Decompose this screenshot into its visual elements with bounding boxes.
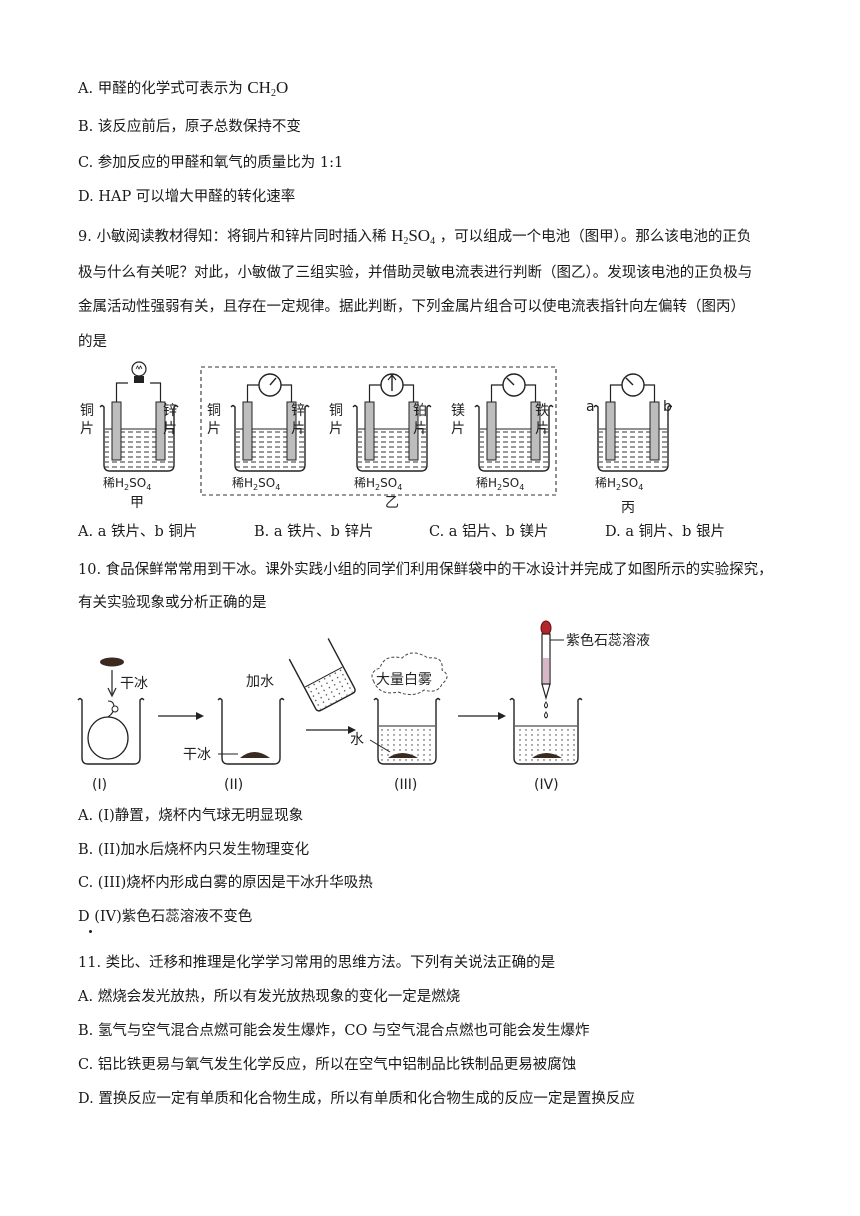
beaker-4: 紫色石蕊溶液 (IV): [509, 620, 650, 793]
svg-text:铂: 铂: [413, 403, 427, 419]
balloon-icon: [87, 716, 129, 760]
group-yi-frame: [200, 366, 557, 496]
beaker-bing: a b 稀H2SO4 丙: [586, 373, 672, 516]
meter-needle-left: [625, 377, 634, 386]
q11-option-a: A. 燃烧会发光放热，所以有发光放热现象的变化一定是燃烧: [78, 989, 461, 1005]
svg-text:铜: 铜: [329, 403, 343, 419]
q9-stem-line1: 9. 小敏阅读教材得知：将铜片和锌片同时插入稀 H2SO4 ，可以组成一个电池（…: [78, 226, 752, 247]
q8-option-a: A. 甲醛的化学式可表示为 CH2O: [78, 78, 288, 104]
beaker-2: 加水 干冰 (II): [183, 638, 356, 793]
caption-II: (II): [224, 777, 243, 793]
beaker-yi-2: 铜 片 铂 片 稀H2SO4 乙: [329, 373, 432, 511]
fog-cloud-icon: [371, 652, 448, 696]
svg-text:片: 片: [413, 421, 427, 437]
dry-ice-lump: [100, 657, 124, 667]
q9-option-c: C. a 铝片、b 镁片: [429, 524, 549, 540]
q8-option-d: D. HAP 可以增大甲醛的转化速率: [78, 189, 296, 205]
svg-text:稀H2SO4: 稀H2SO4: [232, 476, 280, 492]
dropper-icon: [540, 620, 552, 719]
q9-option-b: B. a 铁片、b 锌片: [254, 524, 374, 540]
beaker-yi-1: 铜 片 锌 片 稀H2SO4: [207, 373, 310, 492]
caption-I: (I): [92, 777, 107, 793]
caption-yi: 乙: [385, 495, 399, 511]
q11-option-d: D. 置换反应一定有单质和化合物生成，所以有单质和化合物生成的反应一定是置换反应: [78, 1091, 635, 1107]
jia-right-label-1: 锌: [163, 403, 177, 419]
label-dry-ice-2: 干冰: [183, 747, 211, 763]
svg-text:稀H2SO4: 稀H2SO4: [354, 476, 402, 492]
jia-left-label-2: 片: [80, 421, 94, 437]
caption-III: (III): [394, 777, 417, 793]
svg-text:片: 片: [535, 421, 549, 437]
svg-text:镁: 镁: [451, 403, 465, 419]
q8-option-b: B. 该反应前后，原子总数保持不变: [78, 119, 301, 135]
q8-option-c: C. 参加反应的甲醛和氧气的质量比为 1:1: [78, 155, 344, 171]
svg-text:锌: 锌: [291, 403, 305, 419]
label-water: 水: [350, 732, 364, 748]
svg-text:片: 片: [207, 421, 221, 437]
beaker-jia: 铜 片 锌 片 稀H2SO4 甲: [80, 361, 179, 511]
caption-IV: (IV): [534, 777, 559, 793]
svg-text:铜: 铜: [207, 403, 221, 419]
jia-left-label-1: 铜: [80, 403, 94, 419]
svg-text:稀H2SO4: 稀H2SO4: [595, 476, 643, 492]
q10-option-a: A. (I)静置，烧杯内气球无明显现象: [78, 808, 304, 824]
bing-label-b: b: [663, 399, 672, 415]
label-litmus: 紫色石蕊溶液: [566, 632, 650, 649]
svg-text:片: 片: [329, 421, 343, 437]
stray-dot: [89, 930, 92, 933]
q10-stem-line2: 有关实验现象或分析正确的是: [78, 595, 267, 611]
sulfuric-acid-formula: H2SO4: [391, 226, 436, 247]
meter-needle-left: [506, 377, 515, 386]
svg-text:稀H2SO4: 稀H2SO4: [476, 476, 524, 492]
q9-stem-line3: 金属活动性强弱有关，且存在一定规律。据此判断，下列金属片组合可以使电流表指针向左…: [78, 299, 745, 315]
q10-option-c: C. (III)烧杯内形成白雾的原因是干冰升华吸热: [78, 875, 373, 891]
dry-ice-experiment-figure: 干冰 (I) 加水 干冰 (II) 大量白雾 水 (III): [77, 620, 650, 793]
beaker-1: 干冰 (I): [77, 657, 148, 793]
q10-stem-line1: 10. 食品保鲜常常用到干冰。课外实践小组的同学们利用保鲜袋中的干冰设计并完成了…: [78, 562, 773, 578]
q11-option-b: B. 氢气与空气混合点燃可能会发生爆炸，CO 与空气混合点燃也可能会发生爆炸: [78, 1023, 590, 1039]
beaker-yi-3: 镁 片 铁 片 稀H2SO4: [451, 373, 554, 492]
label-white-fog: 大量白雾: [376, 672, 432, 688]
q9-stem-line4: 的是: [78, 334, 107, 350]
label-add-water: 加水: [246, 674, 274, 690]
label-dry-ice-1: 干冰: [120, 676, 148, 692]
caption-jia: 甲: [130, 495, 144, 511]
q10-option-d: D (IV)紫色石蕊溶液不变色: [78, 909, 253, 925]
q10-option-b: B. (II)加水后烧杯内只发生物理变化: [78, 842, 310, 858]
q9-option-a: A. a 铁片、b 铜片: [78, 524, 198, 540]
beaker-3: 大量白雾 水 (III): [350, 652, 448, 793]
q9-option-d: D. a 铜片、b 银片: [605, 524, 725, 540]
caption-bing: 丙: [621, 500, 635, 516]
bing-label-a: a: [586, 399, 595, 415]
q8-option-a-text: A. 甲醛的化学式可表示为: [78, 81, 243, 97]
jia-right-label-2: 片: [163, 421, 177, 437]
q11-stem: 11. 类比、迁移和推理是化学学习常用的思维方法。下列有关说法正确的是: [78, 955, 556, 971]
jia-acid-label: 稀H2SO4: [103, 476, 151, 492]
svg-text:片: 片: [291, 421, 305, 437]
q11-option-c: C. 铝比铁更易与氧气发生化学反应，所以在空气中铝制品比铁制品更易被腐蚀: [78, 1057, 577, 1073]
svg-text:片: 片: [451, 421, 465, 437]
meter-needle-right: [269, 377, 277, 386]
pouring-beaker-icon: [288, 638, 356, 712]
formaldehyde-formula: CH2O: [247, 78, 289, 99]
svg-text:铁: 铁: [535, 403, 549, 419]
light-bulb-icon: [131, 361, 147, 383]
q9-stem-line2: 极与什么有关呢？对此，小敏做了三组实验，并借助灵敏电流表进行判断（图乙）。发现该…: [78, 265, 753, 281]
battery-experiment-figure: 铜 片 锌 片 稀H2SO4 甲 铜 片 锌 片 稀H2SO4 铜 片 铂 片 …: [80, 361, 672, 516]
